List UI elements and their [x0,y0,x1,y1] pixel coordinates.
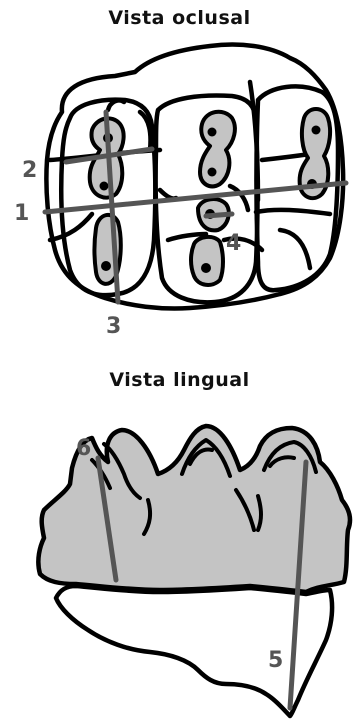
measure-label-6: 6 [76,436,91,461]
measure-label-5: 5 [268,648,283,673]
